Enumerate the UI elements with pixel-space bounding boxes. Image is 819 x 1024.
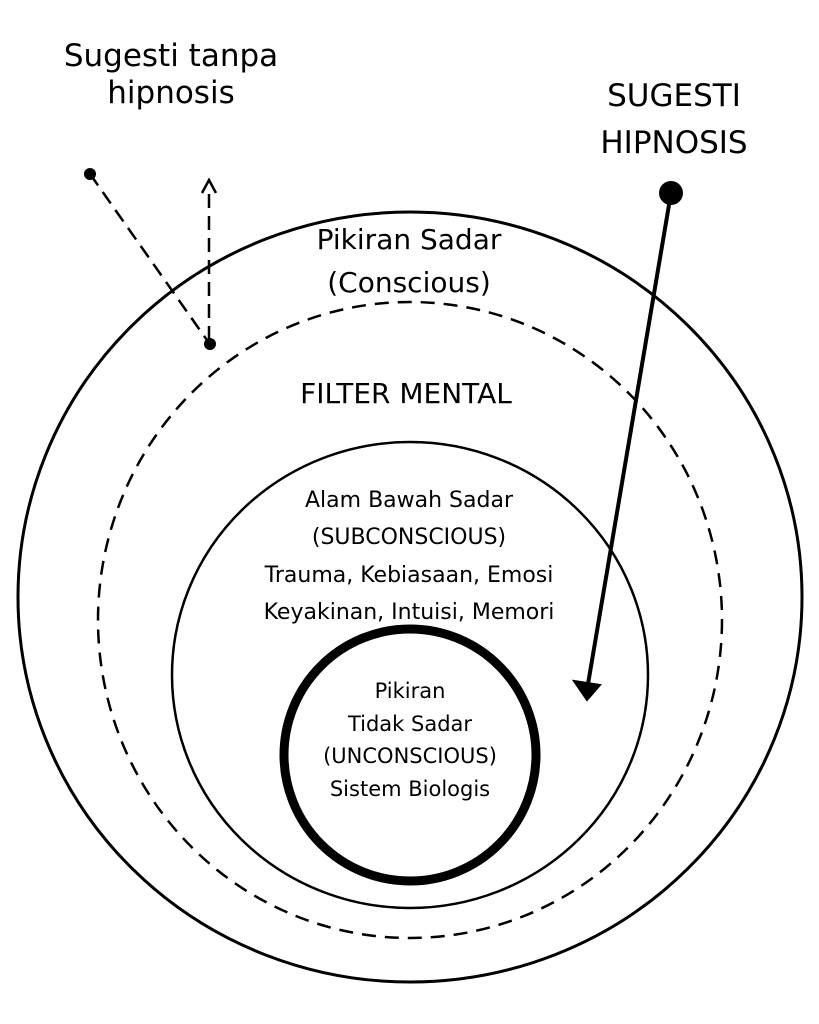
hypnosis-suggestion-label: SUGESTI HIPNOSIS bbox=[600, 73, 747, 166]
up-arrowhead-icon bbox=[200, 177, 218, 194]
unconscious-line4: Sistem Biologis bbox=[329, 776, 491, 801]
subconscious-line2: (SUBCONSCIOUS) bbox=[311, 525, 507, 551]
subconscious-label: Alam Bawah Sadar (SUBCONSCIOUS) Trauma, … bbox=[264, 482, 555, 632]
unconscious-line2: Tidak Sadar bbox=[347, 711, 473, 736]
hypnosis-suggestion-line1: SUGESTI bbox=[607, 78, 741, 114]
suggestion-dashed-arrow bbox=[88, 173, 211, 344]
conscious-mind-line2: (Conscious) bbox=[327, 266, 491, 300]
conscious-mind-line1: Pikiran Sadar bbox=[316, 223, 502, 256]
mental-filter-label: FILTER MENTAL bbox=[300, 377, 512, 410]
mental-filter-circle bbox=[96, 300, 724, 940]
unconscious-line3: (UNCONSCIOUS) bbox=[323, 744, 497, 769]
unconscious-line1: Pikiran bbox=[374, 679, 446, 703]
subconscious-line3: Trauma, Kebiasaan, Emosi bbox=[264, 562, 554, 588]
down-arrowhead-icon bbox=[571, 679, 602, 702]
conscious-mind-label: Pikiran Sadar (Conscious) bbox=[317, 218, 502, 305]
conscious-mind-circle bbox=[16, 210, 804, 984]
suggestion-without-hypnosis-label: Sugesti tanpa hipnosis bbox=[64, 38, 278, 112]
suggestion-without-hypnosis-line2: hipnosis bbox=[107, 75, 235, 112]
subconscious-circle bbox=[170, 440, 650, 910]
hypnosis-solid-arrow bbox=[585, 192, 673, 691]
hypnosis-suggestion-line2: HIPNOSIS bbox=[600, 124, 748, 161]
unconscious-circle bbox=[279, 624, 541, 886]
subconscious-line1: Alam Bawah Sadar bbox=[305, 488, 513, 513]
subconscious-line4: Keyakinan, Intuisi, Memori bbox=[263, 600, 555, 626]
unconscious-label: Pikiran Tidak Sadar (UNCONSCIOUS) Sistem… bbox=[323, 675, 497, 805]
suggestion-end-dot bbox=[204, 338, 216, 350]
suggestion-without-hypnosis-line1: Sugesti tanpa bbox=[63, 38, 279, 74]
